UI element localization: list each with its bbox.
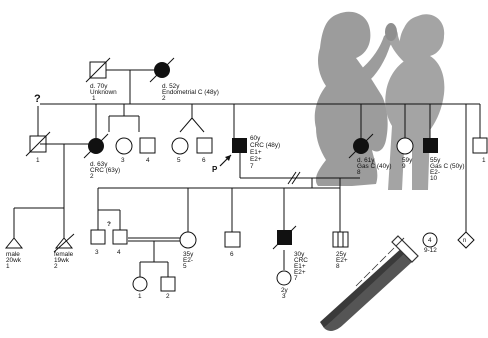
grandchild-3-age: 2y <box>281 287 289 294</box>
son-8-number: 8 <box>336 263 340 270</box>
sibling-6-number: 6 <box>202 157 206 164</box>
sister-9-age: 59y <box>402 157 413 164</box>
right-partial-number: 1 <box>482 157 486 164</box>
gen3-question-marker: ? <box>107 221 111 228</box>
grandchild-3-symbol <box>276 270 292 286</box>
grandmother-symbol <box>149 57 175 83</box>
proband-diagnosis: CRC (48y) <box>250 142 280 149</box>
grandfather-label-1: d. 70y <box>90 83 108 90</box>
son-7-diagnosis: CRC <box>294 257 308 264</box>
wife-label-1: d. 63y <box>90 161 108 168</box>
grandchild-2-number: 2 <box>166 293 170 300</box>
right-partial-symbol <box>472 137 488 154</box>
diamond-label: n <box>463 238 466 244</box>
daughter-5-age: 35y <box>183 251 194 258</box>
pedigree-lines <box>13 69 481 278</box>
sibling-4-number: 4 <box>146 157 150 164</box>
daughter-5-e2: E2- <box>183 257 193 264</box>
sister-8-label-2: Gas C (40y) <box>357 163 391 170</box>
son-7-number: 7 <box>294 275 298 282</box>
sibling-symbols <box>115 137 213 155</box>
grandchild-2-symbol <box>160 276 176 292</box>
female-fetus-label-1: female <box>54 251 74 258</box>
brother-10-age: 55y <box>430 157 441 164</box>
sibship-count-label: 9-12 <box>424 247 437 254</box>
male-fetus-label-2: 20wk <box>6 257 22 264</box>
brother-10-diagnosis: Gas C (50y) <box>430 163 464 170</box>
proband-symbol <box>232 138 247 153</box>
proband-e2: E2+ <box>250 156 262 163</box>
sister-9-symbol <box>396 137 414 155</box>
sister-8-number: 8 <box>357 169 361 176</box>
grandchild-1-number: 1 <box>138 293 142 300</box>
brother-10-e2: E2- <box>430 169 440 176</box>
grandmother-number: 2 <box>162 95 166 102</box>
daughter-5-symbol <box>179 231 197 249</box>
male-fetus-label-1: male <box>6 251 20 258</box>
proband-marker: P <box>212 165 218 174</box>
son-8-symbol <box>332 231 349 248</box>
diamond-symbol <box>457 231 475 249</box>
sister-8-symbol <box>348 133 374 159</box>
sibling-3-number: 3 <box>121 157 125 164</box>
gen3-square-3-number: 3 <box>95 249 99 256</box>
male-fetus-number: 1 <box>6 263 10 270</box>
grandmother-label-2: Endometrial C (48y) <box>162 89 219 96</box>
first-spouse-number: 1 <box>36 157 40 164</box>
unknown-question-marker: ? <box>34 93 41 105</box>
sister-9-number: 9 <box>402 163 406 170</box>
son-7-age: 30y <box>294 251 305 258</box>
wife-label-2: CRC (63y) <box>90 167 120 174</box>
son-7-symbol <box>272 225 297 250</box>
daughter-5-number: 5 <box>183 263 187 270</box>
wife-symbol <box>83 133 109 159</box>
sibship-count-symbol <box>422 232 438 248</box>
female-fetus-symbol <box>53 233 75 253</box>
son-8-age: 25y <box>336 251 347 258</box>
proband-arrow <box>219 154 232 167</box>
proband-e1: E1+ <box>250 149 262 156</box>
sibship-count: 4 <box>428 237 432 244</box>
son-6-number: 6 <box>230 251 234 258</box>
male-fetus-symbol <box>4 237 24 249</box>
grandchild-1-symbol <box>132 276 148 292</box>
sister-8-label-1: d. 61y <box>357 157 375 164</box>
first-spouse-symbol <box>25 131 51 157</box>
gen3-square-4-number: 4 <box>117 249 121 256</box>
sibling-5-number: 5 <box>177 157 181 164</box>
grandfather-label-2: Unknown <box>90 89 117 96</box>
proband-number: 7 <box>250 163 254 170</box>
test-tube-illustration <box>320 235 419 331</box>
female-fetus-label-2: 19wk <box>54 257 70 264</box>
proband-age: 60y <box>250 135 261 142</box>
wife-number: 2 <box>90 173 94 180</box>
grandfather-number: 1 <box>92 95 96 102</box>
grandfather-symbol <box>85 57 111 83</box>
brother-10-symbol <box>423 138 438 153</box>
son-8-e2: E2+ <box>336 257 348 264</box>
brother-10-number: 10 <box>430 175 438 182</box>
female-fetus-number: 2 <box>54 263 58 270</box>
sibling-3-4-symbols <box>90 209 128 245</box>
son-7-e1: E1+ <box>294 263 306 270</box>
son-7-e2: E2+ <box>294 269 306 276</box>
grandchild-3-number: 3 <box>282 293 286 300</box>
son-6-symbol <box>224 231 241 248</box>
grandmother-label-1: d. 52y <box>162 83 180 90</box>
